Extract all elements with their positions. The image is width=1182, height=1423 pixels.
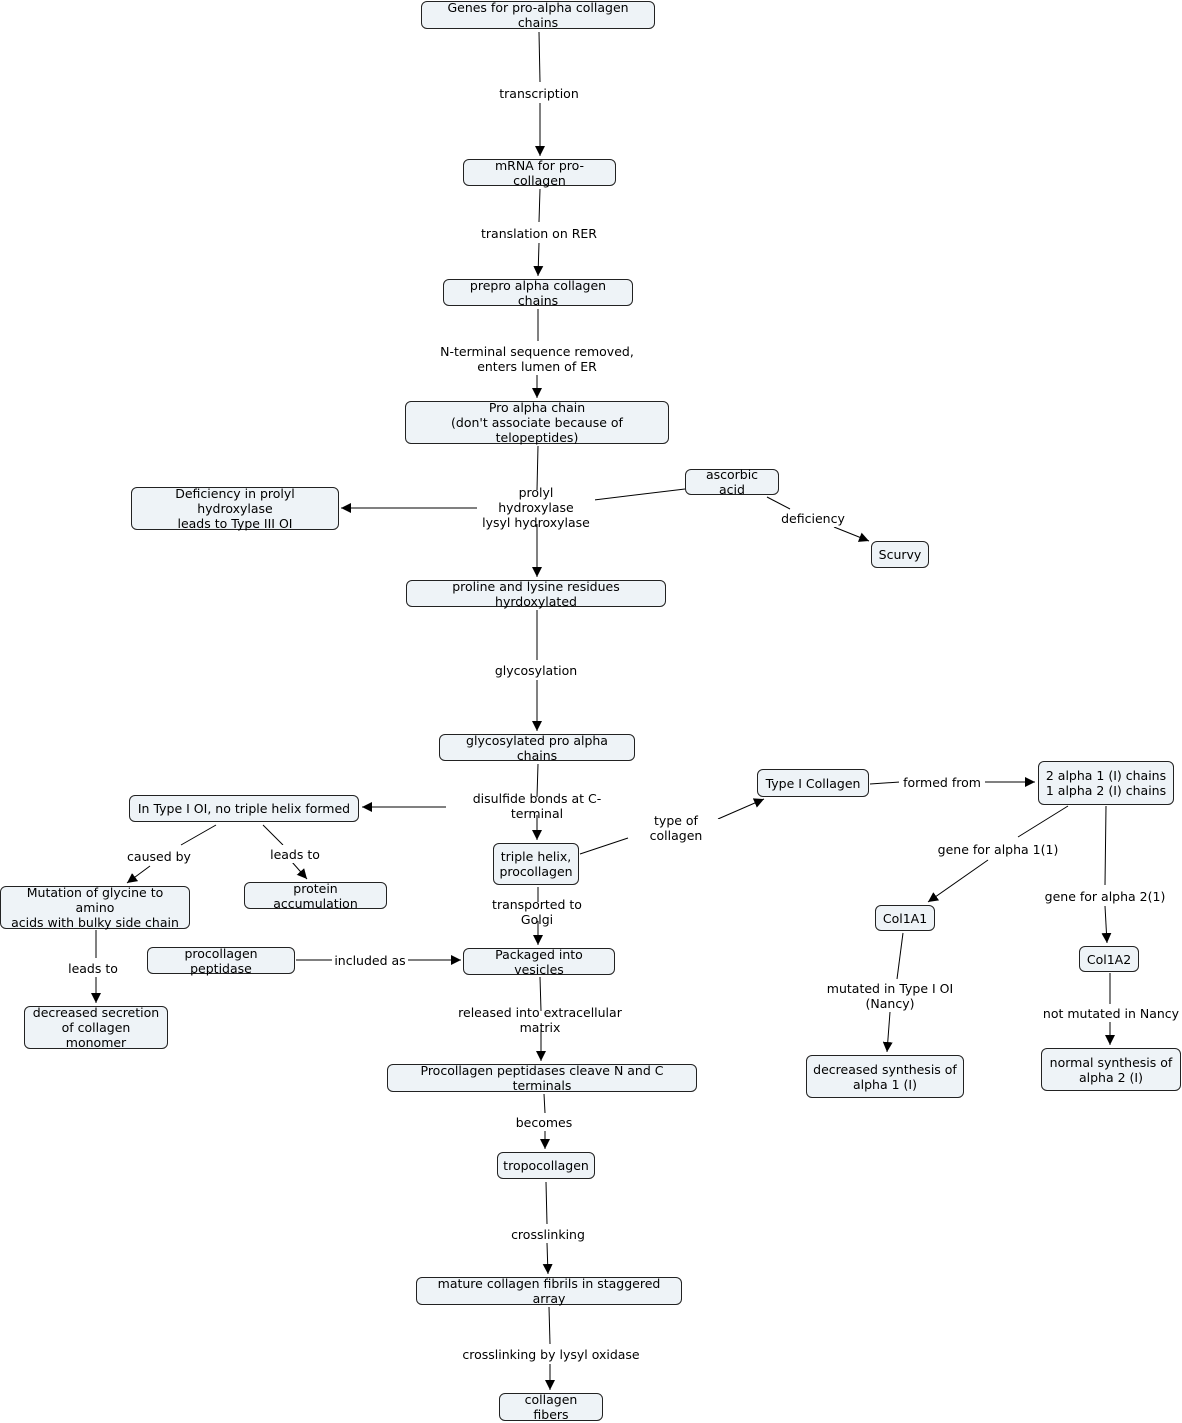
edge-chains-gene2 — [1104, 805, 1107, 886]
node-mutation-of-glycine[interactable]: Mutation of glycine to amino acids with … — [0, 885, 190, 930]
edge-translation-prepro — [533, 242, 544, 277]
link-crosslinking-lysyl-oxidase: crosslinking by lysyl oxidase — [460, 1345, 642, 1363]
node-scurvy[interactable]: Scurvy — [871, 541, 929, 568]
edge-leads-accumulation — [291, 861, 308, 880]
edge-mutated-decreased — [882, 1011, 893, 1053]
node-pro-alpha-chain[interactable]: Pro alpha chain (don't associate because… — [405, 400, 669, 445]
node-decreased-synthesis-alpha1[interactable]: decreased synthesis of alpha 1 (I) — [806, 1055, 964, 1098]
edge-tropo-crosslinking — [545, 1181, 548, 1225]
node-alpha-chains-composition[interactable]: 2 alpha 1 (I) chains 1 alpha 2 (I) chain… — [1038, 761, 1174, 805]
node-prepro-alpha-chains[interactable]: prepro alpha collagen chains — [443, 278, 633, 308]
edge-mature-crosslinking-lysyl — [548, 1306, 551, 1345]
node-procollagen-peptidases-cleave[interactable]: Procollagen peptidases cleave N and C te… — [387, 1063, 697, 1093]
link-gene-for-alpha2: gene for alpha 2(1) — [1040, 887, 1170, 905]
link-mutated-in-type-i-oi: mutated in Type I OI (Nancy) — [820, 980, 960, 1011]
edge-col1a1-mutated — [896, 932, 904, 980]
link-disulfide-bonds: disulfide bonds at C-terminal — [446, 791, 628, 821]
node-normal-synthesis-alpha2[interactable]: normal synthesis of alpha 2 (I) — [1041, 1048, 1181, 1091]
link-hydroxylases: prolyl hydroxylase lysyl hydroxylase — [477, 485, 595, 530]
edge-gene1-col1a1 — [927, 859, 989, 903]
node-packaged-into-vesicles[interactable]: Packaged into vesicles — [463, 947, 615, 977]
edge-ascorbic-deficiency — [766, 496, 791, 510]
link-crosslinking: crosslinking — [507, 1225, 589, 1243]
link-leads-to-secretion: leads to — [63, 959, 123, 977]
edge-cleave-becomes — [543, 1093, 546, 1114]
edge-crosslinking-mature — [542, 1242, 553, 1275]
node-genes-for-pro-alpha-chains[interactable]: Genes for pro-alpha collagen chains — [421, 0, 655, 30]
edge-chains-gene1 — [1017, 805, 1069, 838]
node-ascorbic-acid[interactable]: ascorbic acid — [685, 467, 779, 497]
node-type-i-collagen[interactable]: Type I Collagen — [757, 769, 869, 797]
node-procollagen-peptidase[interactable]: procollagen peptidase — [147, 946, 295, 976]
edge-type1-formed — [869, 781, 901, 785]
edge-caused-mutation — [126, 865, 151, 884]
edge-triple-type-label — [579, 837, 629, 855]
node-protein-accumulation[interactable]: protein accumulation — [244, 881, 387, 911]
link-caused-by: caused by — [124, 847, 194, 865]
edge-type-label-type1 — [717, 798, 765, 820]
link-deficiency: deficiency — [779, 510, 847, 527]
link-type-of-collagen: type of collagen — [624, 813, 728, 843]
edge-genes-transcription — [538, 31, 541, 83]
node-glycosylated-pro-alpha-chains[interactable]: glycosylated pro alpha chains — [439, 733, 635, 763]
node-col1a2[interactable]: Col1A2 — [1079, 946, 1139, 972]
link-becomes: becomes — [511, 1113, 577, 1131]
edge-no-helix-caused — [180, 824, 217, 846]
link-translation-on-rer: translation on RER — [479, 224, 599, 242]
node-triple-helix-procollagen[interactable]: triple helix, procollagen — [493, 843, 579, 885]
node-residues-hydroxylated[interactable]: proline and lysine residues hyrdoxylated — [406, 579, 666, 609]
link-glycosylation: glycosylation — [492, 661, 580, 679]
link-transcription: transcription — [496, 84, 582, 102]
link-n-terminal-removed: N-terminal sequence removed, enters lume… — [438, 343, 636, 374]
link-included-as: included as — [332, 951, 408, 969]
edge-gene2-col1a2 — [1101, 905, 1112, 944]
edge-no-helix-leads — [262, 824, 284, 846]
link-transported-to-golgi: transported to Golgi — [472, 897, 602, 927]
link-leads-to-accumulation: leads to — [266, 845, 324, 863]
link-gene-for-alpha1: gene for alpha 1(1) — [934, 840, 1062, 858]
edge-proalpha-hydroxylase — [536, 445, 539, 491]
link-formed-from: formed from — [899, 773, 985, 791]
node-deficiency-prolyl-hydroxylase[interactable]: Deficiency in prolyl hydroxylase leads t… — [131, 486, 339, 531]
link-released-into-ecm: released into extracellular matrix — [434, 1005, 646, 1035]
edge-glycosylated-disulfide — [536, 763, 539, 798]
node-col1a1[interactable]: Col1A1 — [875, 905, 935, 931]
edge-vesicles-released — [539, 976, 542, 1012]
edge-deficiency-scurvy — [833, 526, 870, 542]
node-mature-collagen-fibrils[interactable]: mature collagen fibrils in staggered arr… — [416, 1276, 682, 1306]
node-decreased-secretion[interactable]: decreased secretion of collagen monomer — [24, 1005, 168, 1050]
edge-mrna-translation — [538, 188, 541, 223]
node-type-i-oi-no-triple-helix[interactable]: In Type I OI, no triple helix formed — [129, 795, 359, 822]
node-collagen-fibers[interactable]: collagen fibers — [499, 1392, 603, 1422]
edge-ascorbic-hydroxylase — [593, 488, 686, 501]
node-mrna-pro-collagen[interactable]: mRNA for pro-collagen — [463, 158, 616, 188]
link-not-mutated-in-nancy: not mutated in Nancy — [1040, 1004, 1182, 1022]
node-tropocollagen[interactable]: tropocollagen — [497, 1152, 595, 1179]
